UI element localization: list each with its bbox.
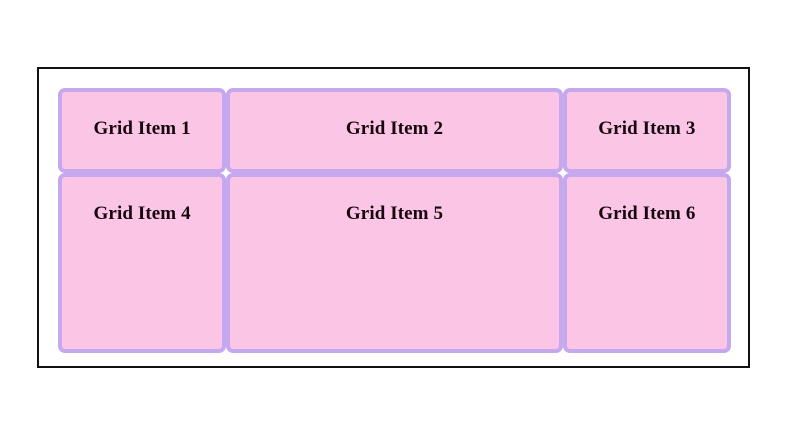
grid-item-2[interactable]: Grid Item 2 bbox=[226, 88, 563, 173]
grid-item-4[interactable]: Grid Item 4 bbox=[58, 173, 227, 353]
grid-item-5[interactable]: Grid Item 5 bbox=[226, 173, 563, 353]
grid-item-1-label: Grid Item 1 bbox=[93, 118, 191, 139]
grid-item-3[interactable]: Grid Item 3 bbox=[562, 88, 731, 173]
grid-item-2-label: Grid Item 2 bbox=[345, 118, 444, 139]
grid-item-4-label: Grid Item 4 bbox=[93, 203, 191, 224]
grid-item-6[interactable]: Grid Item 6 bbox=[562, 173, 731, 353]
grid-item-6-label: Grid Item 6 bbox=[598, 203, 696, 224]
grid-item-5-label: Grid Item 5 bbox=[345, 203, 444, 224]
grid-container: Grid Item 1 Grid Item 2 Grid Item 3 Grid… bbox=[37, 67, 750, 368]
grid-item-1[interactable]: Grid Item 1 bbox=[58, 88, 227, 173]
grid-item-3-label: Grid Item 3 bbox=[598, 118, 696, 139]
